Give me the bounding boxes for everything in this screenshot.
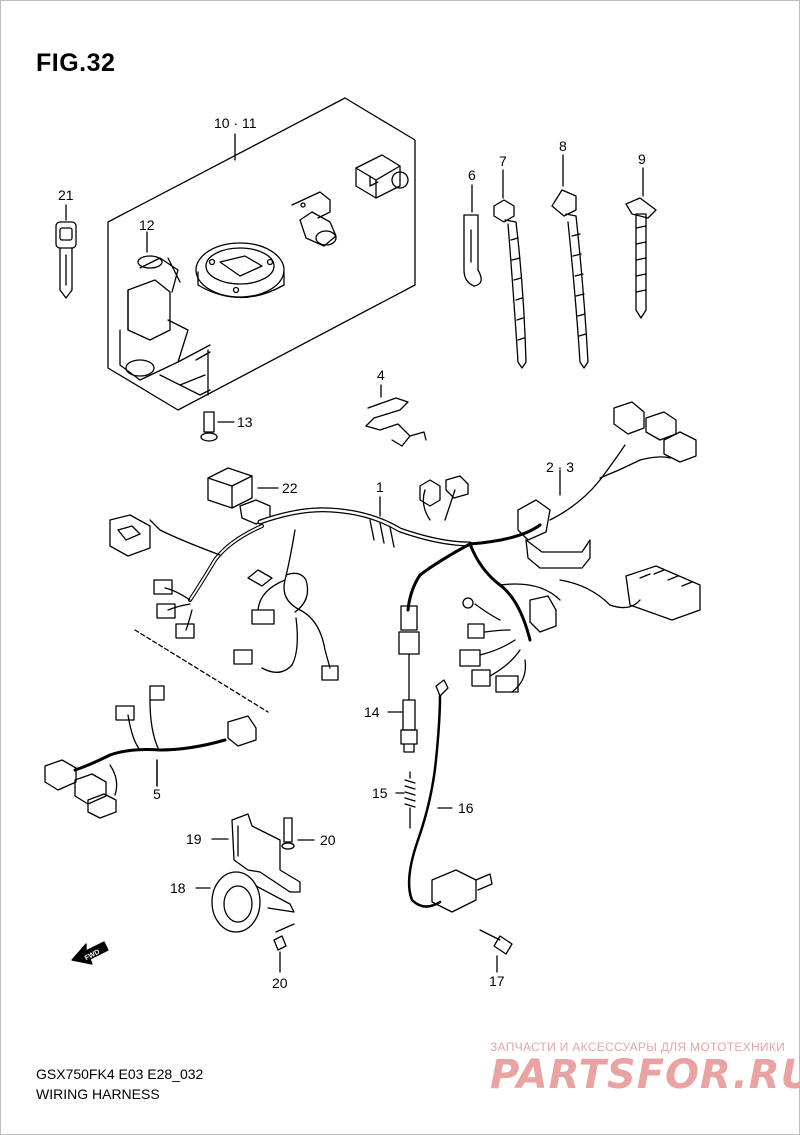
callout-4: 4 — [377, 367, 385, 383]
clamp-part-9 — [625, 167, 657, 319]
callout-5: 5 — [153, 786, 161, 802]
clip-part-4 — [365, 384, 427, 447]
callout-6: 6 — [468, 167, 476, 183]
bolt-part-20b — [273, 923, 295, 973]
cover-part — [355, 154, 409, 199]
fuel-cap-lock — [195, 242, 285, 299]
sub-harness-part-5 — [44, 685, 257, 819]
callout-21: 21 — [58, 187, 74, 203]
bolt-part-17 — [479, 929, 513, 973]
switch-set-box — [107, 97, 416, 411]
callout-19: 19 — [186, 831, 202, 847]
clamp-part-7 — [493, 169, 527, 369]
main-wiring-harness — [109, 401, 701, 713]
horn-part-18 — [195, 871, 295, 933]
callout-20-lower: 20 — [272, 975, 288, 991]
callout-1: 1 — [376, 479, 384, 495]
fwd-arrow-icon — [71, 941, 109, 965]
callout-17: 17 — [489, 973, 505, 989]
harness-part-16 — [407, 679, 493, 913]
callout-22: 22 — [282, 480, 298, 496]
spring-part-15 — [395, 771, 416, 829]
callout-9: 9 — [638, 151, 646, 167]
callout-12: 12 — [139, 217, 155, 233]
switch-part-14 — [387, 679, 418, 753]
callout-15: 15 — [372, 785, 388, 801]
key-part-21 — [55, 204, 77, 299]
ignition-switch-part-12 — [119, 231, 211, 396]
callout-16: 16 — [458, 800, 474, 816]
callout-20-upper: 20 — [320, 832, 336, 848]
callout-18: 18 — [170, 880, 186, 896]
callout-8: 8 — [559, 138, 567, 154]
callout-2-3: 2 · 3 — [546, 459, 574, 475]
figure-title: FIG.32 — [36, 49, 116, 77]
callout-14: 14 — [364, 704, 380, 720]
relay-part-22 — [207, 467, 279, 525]
clamp-part-6 — [463, 184, 482, 287]
seat-lock — [291, 191, 337, 247]
screw-part-13 — [200, 411, 235, 442]
clamp-part-8 — [551, 154, 589, 369]
bolt-part-20a — [281, 817, 315, 850]
bracket-part-19 — [211, 813, 301, 893]
callout-10-11: 10 · 11 — [214, 115, 257, 131]
figure-description: WIRING HARNESS — [36, 1086, 160, 1102]
model-code: GSX750FK4 E03 E28_032 — [36, 1066, 204, 1082]
callout-13: 13 — [237, 414, 253, 430]
watermark-brand: PARTSFOR.RU — [490, 1052, 800, 1098]
callout-7: 7 — [499, 153, 507, 169]
watermark-subtitle: ЗАПЧАСТИ И АКСЕССУАРЫ ДЛЯ МОТОТЕХНИКИ — [490, 1040, 786, 1054]
